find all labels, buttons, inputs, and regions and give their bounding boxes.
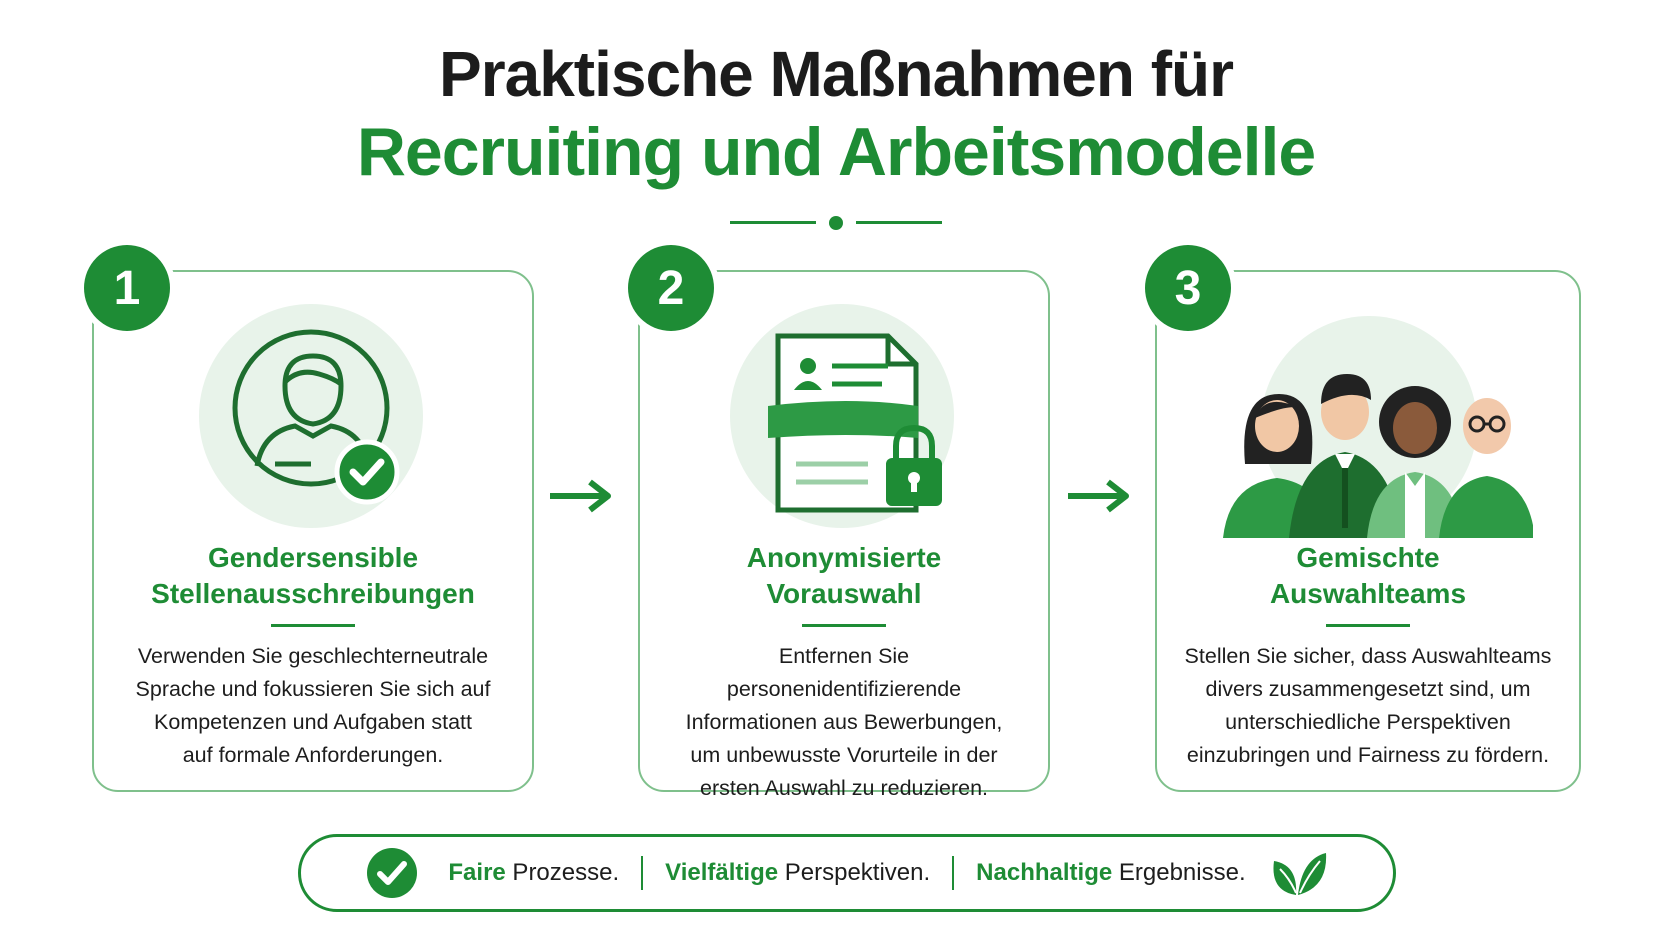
title-underline <box>271 624 355 627</box>
step-card-2: Anonymisierte Vorauswahl Entfernen Sie p… <box>638 270 1050 800</box>
step-card-3: Gemischte Auswahlteams Stellen Sie siche… <box>1155 270 1581 792</box>
summary-item-1: Faire Prozesse. <box>448 859 620 886</box>
arrow-right-icon <box>550 479 611 513</box>
step-description: Entfernen Sie personenidentifizierende I… <box>685 644 1003 800</box>
step-title: Anonymisierte Vorauswahl <box>746 542 942 609</box>
person-check-icon <box>199 304 423 528</box>
title-underline <box>802 624 886 627</box>
step-description: Verwenden Sie geschlechterneutrale Sprac… <box>135 644 491 767</box>
step-title: Gemischte Auswahlteams <box>1269 542 1467 609</box>
arrow-right-icon <box>1068 479 1129 513</box>
title-underline <box>1326 624 1410 627</box>
step-number-badge-3: 3 <box>1145 245 1231 331</box>
summary-item-2: Vielfältige Perspektiven. <box>665 859 931 886</box>
page-title-line1: Praktische Maßnahmen für <box>439 38 1234 110</box>
summary-banner: Faire Prozesse. Vielfältige Perspektiven… <box>298 834 1396 912</box>
separator <box>641 856 644 890</box>
leaves-icon <box>1273 853 1326 895</box>
diverse-team-icon <box>1223 316 1533 538</box>
step-description: Stellen Sie sicher, dass Auswahlteams di… <box>1184 644 1552 767</box>
page-title-line2: Recruiting und Arbeitsmodelle <box>356 114 1316 190</box>
check-circle-icon <box>367 848 418 898</box>
step-number-badge-2: 2 <box>628 245 714 331</box>
step-card-1: Gendersensible Stellenausschreibungen Ve… <box>92 270 534 792</box>
summary-item-3: Nachhaltige Ergebnisse. <box>976 859 1246 886</box>
anonymized-document-lock-icon <box>730 304 954 528</box>
step-number-badge-1: 1 <box>84 245 170 331</box>
title-divider <box>730 215 942 230</box>
step-title: Gendersensible Stellenausschreibungen <box>151 542 475 609</box>
separator <box>952 856 955 890</box>
